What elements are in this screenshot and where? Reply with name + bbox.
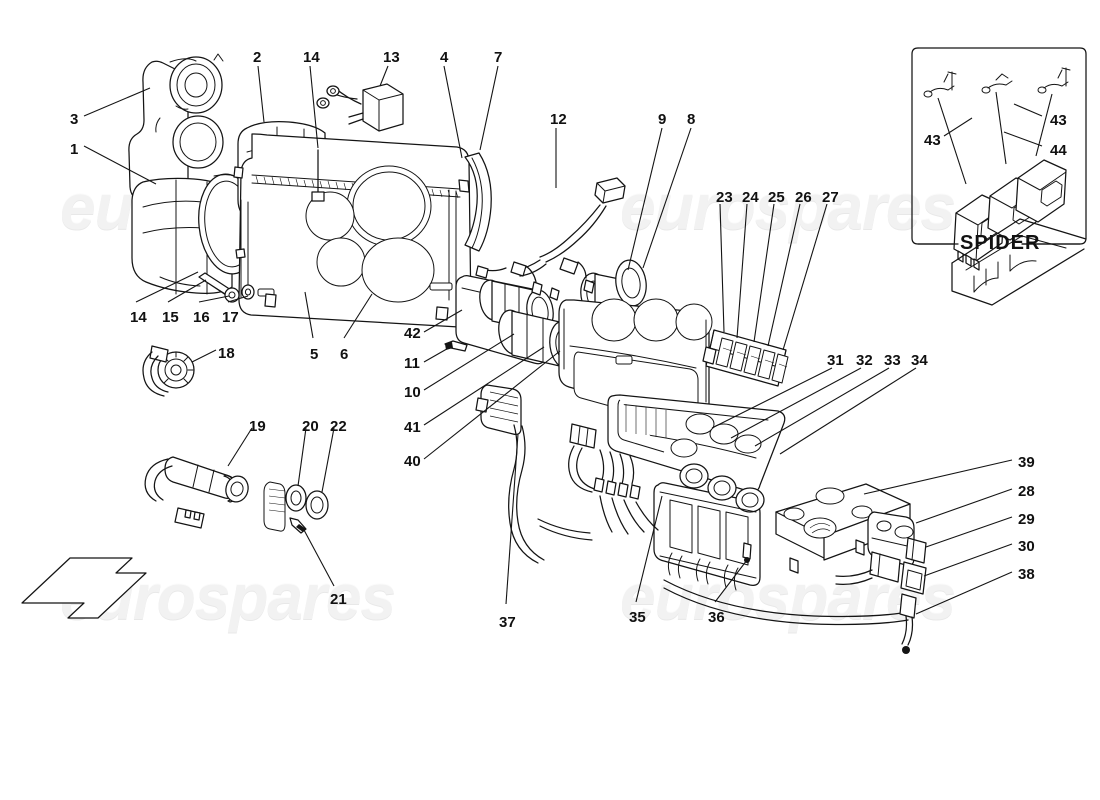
part-group-37 (475, 384, 909, 626)
part-group-19 (144, 456, 329, 534)
part-group-fasteners (198, 248, 255, 303)
callout-label-8: 8 (687, 111, 696, 128)
part-group-18 (142, 345, 195, 397)
part-group-console-front (558, 298, 713, 429)
part-group-4 (233, 133, 472, 328)
callout-label-4: 4 (440, 49, 449, 66)
callout-label-32: 32 (856, 352, 873, 369)
part-group-switch-strip (702, 329, 789, 387)
part-group-12 (475, 177, 626, 301)
callout-label-34: 34 (911, 352, 928, 369)
part-group-13 (316, 83, 404, 132)
callout-label-12: 12 (550, 111, 567, 128)
callout-label-20: 20 (302, 418, 319, 435)
callout-label-38: 38 (1018, 566, 1035, 583)
callout-label-29: 29 (1018, 511, 1035, 528)
callout-label-15: 15 (162, 309, 179, 326)
callout-label-41: 41 (404, 419, 421, 436)
callout-label-14: 14 (130, 309, 147, 326)
callout-label-24: 24 (742, 189, 759, 206)
callout-label-19: 19 (249, 418, 266, 435)
callout-leaders (83, 65, 1013, 615)
callout-label-1: 1 (70, 141, 79, 158)
part-group-28-30 (835, 511, 927, 654)
callout-label-5: 5 (310, 346, 319, 363)
callout-label-17: 17 (222, 309, 239, 326)
inset-callout-label-43: 43 (1050, 112, 1067, 129)
direction-arrow (21, 557, 147, 619)
part-group-3 (128, 53, 224, 206)
callout-label-6: 6 (340, 346, 349, 363)
callout-label-22: 22 (330, 418, 347, 435)
part-group-console-tray (607, 394, 786, 493)
callout-label-9: 9 (658, 111, 667, 128)
callout-label-33: 33 (884, 352, 901, 369)
callout-label-13: 13 (383, 49, 400, 66)
callout-label-42: 42 (404, 325, 421, 342)
callout-label-36: 36 (708, 609, 725, 626)
callout-label-23: 23 (716, 189, 733, 206)
callout-label-37: 37 (499, 614, 516, 631)
callout-label-11: 11 (404, 355, 420, 372)
callout-label-31: 31 (827, 352, 844, 369)
callout-label-7: 7 (494, 49, 503, 66)
callout-label-14: 14 (303, 49, 320, 66)
callout-label-27: 27 (822, 189, 839, 206)
part-group-35 (653, 463, 765, 591)
callout-label-30: 30 (1018, 538, 1035, 555)
callout-label-21: 21 (330, 591, 347, 608)
inset-callout-label-44: 44 (1050, 142, 1067, 159)
callout-label-28: 28 (1018, 483, 1035, 500)
callout-label-40: 40 (404, 453, 421, 470)
part-group-39 (775, 483, 911, 574)
callout-label-26: 26 (795, 189, 812, 206)
part-group-7 (464, 152, 492, 252)
callout-label-10: 10 (404, 384, 421, 401)
spider-caption: SPIDER (960, 232, 1041, 254)
callout-label-3: 3 (70, 111, 79, 128)
callout-label-25: 25 (768, 189, 785, 206)
callout-label-2: 2 (253, 49, 262, 66)
callout-label-35: 35 (629, 609, 646, 626)
callout-label-39: 39 (1018, 454, 1035, 471)
spider-inset (911, 47, 1087, 306)
inset-callout-label-43: 43 (924, 132, 941, 149)
callout-label-18: 18 (218, 345, 235, 362)
callout-label-16: 16 (193, 309, 210, 326)
